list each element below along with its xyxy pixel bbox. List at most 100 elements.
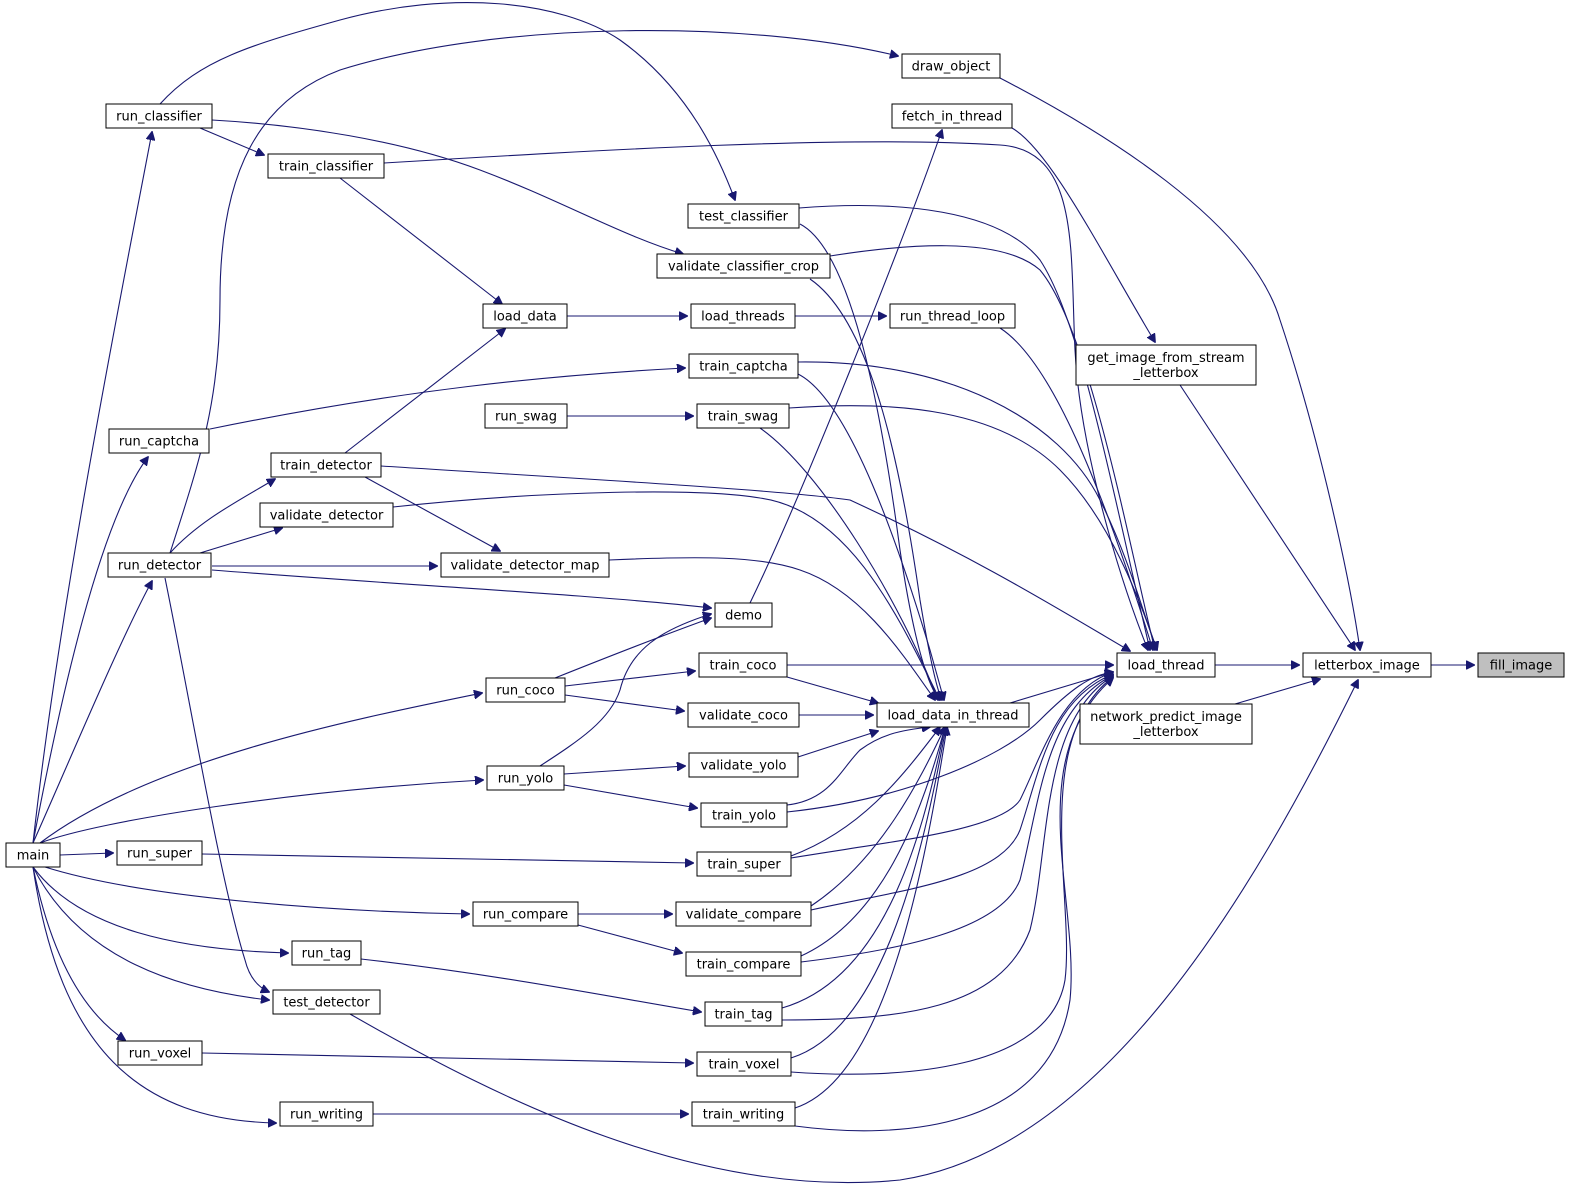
- node-label: train_writing: [703, 1108, 785, 1123]
- node-box: [1302, 652, 1432, 678]
- node-run_tag[interactable]: run_tag: [291, 940, 362, 966]
- node-train_compare[interactable]: train_compare: [685, 951, 802, 977]
- node-validate_coco[interactable]: validate_coco: [687, 702, 800, 728]
- node-label: validate_yolo: [701, 759, 787, 774]
- node-train_writing[interactable]: train_writing: [691, 1101, 796, 1127]
- node-run_coco[interactable]: run_coco: [485, 677, 566, 703]
- node-run_classifier[interactable]: run_classifier: [105, 103, 213, 129]
- edge-main-to-run_coco: [39, 693, 482, 844]
- node-box: [472, 901, 579, 927]
- edge-train_swag-to-load_data_in_thread: [759, 427, 938, 700]
- node-label: train_swag: [708, 410, 778, 425]
- node-train_super[interactable]: train_super: [696, 851, 792, 877]
- node-fill_image[interactable]: fill_image: [1477, 652, 1565, 678]
- edge-main-to-test_detector: [32, 866, 269, 1000]
- edge-path: [564, 694, 684, 711]
- node-run_swag[interactable]: run_swag: [484, 403, 568, 429]
- node-box: [117, 1040, 203, 1066]
- node-test_detector[interactable]: test_detector: [272, 989, 381, 1015]
- node-box: [688, 353, 799, 379]
- node-network_predict_image_letterbox[interactable]: network_predict_image_letterbox: [1079, 703, 1253, 745]
- node-train_coco[interactable]: train_coco: [698, 652, 788, 678]
- node-run_detector[interactable]: run_detector: [107, 552, 212, 578]
- node-train_detector[interactable]: train_detector: [270, 452, 382, 478]
- node-box: [267, 153, 385, 179]
- node-load_thread[interactable]: load_thread: [1116, 652, 1216, 678]
- node-get_image_from_stream_letterbox[interactable]: get_image_from_stream_letterbox: [1075, 344, 1257, 386]
- node-label: draw_object: [912, 60, 991, 75]
- edge-run_classifier-to-train_classifier: [199, 127, 264, 155]
- node-load_threads[interactable]: load_threads: [690, 303, 796, 329]
- node-run_compare[interactable]: run_compare: [472, 901, 579, 927]
- edge-train_tag-to-load_data_in_thread: [781, 727, 945, 1009]
- edge-run_detector-to-validate_detector: [199, 528, 282, 554]
- edge-load_data_in_thread-to-load_thread: [1009, 672, 1113, 704]
- edge-path: [790, 727, 946, 1059]
- node-draw_object[interactable]: draw_object: [901, 53, 1001, 79]
- node-load_data[interactable]: load_data: [482, 303, 568, 329]
- node-train_captcha[interactable]: train_captcha: [688, 353, 799, 379]
- edge-path: [169, 29, 898, 554]
- node-test_classifier[interactable]: test_classifier: [687, 203, 800, 229]
- edge-run_super-to-train_super: [201, 853, 693, 863]
- node-run_super[interactable]: run_super: [116, 840, 203, 866]
- edge-validate_classifier_crop-to-load_thread: [829, 245, 1155, 650]
- edge-run_coco-to-validate_coco: [564, 694, 684, 711]
- node-box: [901, 53, 1001, 79]
- node-box: [688, 752, 799, 778]
- edge-path: [797, 373, 944, 700]
- edge-path: [810, 727, 945, 907]
- node-letterbox_image[interactable]: letterbox_image: [1302, 652, 1432, 678]
- node-validate_detector_map[interactable]: validate_detector_map: [440, 552, 610, 578]
- node-box: [691, 1101, 796, 1127]
- edge-path: [798, 205, 1150, 650]
- edge-path: [999, 327, 1153, 650]
- edge-main-to-run_tag: [32, 866, 288, 953]
- edge-get_image_from_stream_letterbox-to-letterbox_image: [1179, 384, 1355, 650]
- node-label: run_compare: [483, 908, 568, 923]
- edge-train_writing-to-load_data_in_thread: [794, 727, 947, 1109]
- edge-run_voxel-to-train_voxel: [201, 1052, 693, 1063]
- edge-path: [349, 680, 1358, 1184]
- node-run_voxel[interactable]: run_voxel: [117, 1040, 203, 1066]
- edge-path: [211, 569, 711, 608]
- edge-path: [799, 223, 940, 700]
- edge-path: [809, 278, 942, 700]
- edge-path: [209, 368, 685, 430]
- node-box: [889, 303, 1016, 329]
- node-label: run_captcha: [119, 435, 199, 450]
- node-demo[interactable]: demo: [714, 602, 773, 628]
- node-train_swag[interactable]: train_swag: [696, 403, 790, 429]
- edge-main-to-run_voxel: [32, 866, 125, 1040]
- node-train_tag[interactable]: train_tag: [704, 1001, 783, 1027]
- edge-path: [32, 457, 148, 844]
- edge-validate_yolo-to-load_data_in_thread: [797, 731, 878, 758]
- node-label: train_captcha: [699, 360, 788, 375]
- node-run_yolo[interactable]: run_yolo: [486, 765, 565, 791]
- node-train_classifier[interactable]: train_classifier: [267, 153, 385, 179]
- edge-test_detector-to-letterbox_image: [349, 680, 1358, 1184]
- node-box: [700, 802, 788, 828]
- node-fetch_in_thread[interactable]: fetch_in_thread: [891, 103, 1013, 129]
- node-box: [696, 851, 792, 877]
- edge-train_detector-to-load_thread: [380, 465, 1130, 651]
- node-box: [279, 1101, 374, 1127]
- node-run_captcha[interactable]: run_captcha: [108, 428, 210, 454]
- node-box: [698, 652, 788, 678]
- node-validate_yolo[interactable]: validate_yolo: [688, 752, 799, 778]
- edge-path: [32, 866, 288, 953]
- edge-path: [790, 672, 1113, 859]
- node-load_data_in_thread[interactable]: load_data_in_thread: [876, 702, 1030, 728]
- node-train_yolo[interactable]: train_yolo: [700, 802, 788, 828]
- node-label: run_writing: [290, 1108, 363, 1123]
- node-run_writing[interactable]: run_writing: [279, 1101, 374, 1127]
- node-validate_classifier_crop[interactable]: validate_classifier_crop: [656, 253, 831, 279]
- node-train_voxel[interactable]: train_voxel: [696, 1051, 792, 1077]
- node-main[interactable]: main: [5, 842, 61, 868]
- edge-path: [32, 866, 269, 1000]
- edge-path: [1234, 679, 1320, 705]
- node-validate_compare[interactable]: validate_compare: [675, 901, 812, 927]
- node-run_thread_loop[interactable]: run_thread_loop: [889, 303, 1016, 329]
- node-validate_detector[interactable]: validate_detector: [259, 502, 394, 528]
